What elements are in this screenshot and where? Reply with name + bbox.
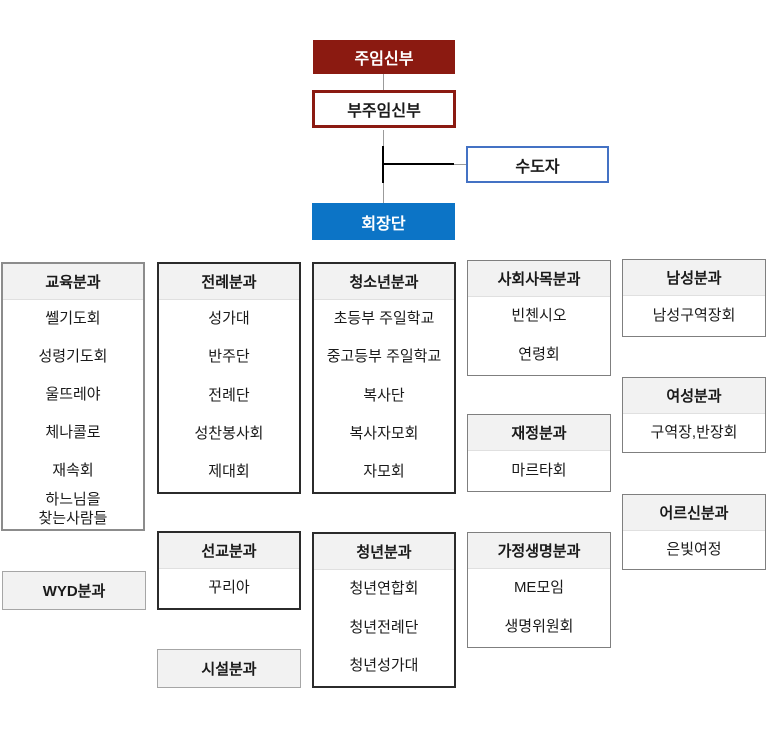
group-family-life: 가정생명분과 ME모임 생명위원회 — [467, 532, 611, 648]
group-item: 마르타회 — [511, 461, 567, 479]
group-item: 복사자모회 — [349, 425, 419, 443]
group-education-body: 쎌기도회 성령기도회 울뜨레야 체나콜로 재속회 하느님을 찾는사람들 — [3, 300, 143, 529]
node-head-priest: 주임신부 — [313, 40, 455, 74]
group-social-ministry: 사회사목분과 빈첸시오 연령회 — [467, 260, 611, 376]
group-item: 꾸리아 — [208, 579, 250, 597]
group-women-body: 구역장,반장회 — [623, 414, 765, 452]
group-item: 체나콜로 — [45, 424, 101, 442]
connector-line — [454, 164, 466, 165]
node-vice-head-priest-label: 부주임신부 — [347, 103, 421, 120]
group-seniors-title: 어르신분과 — [623, 495, 765, 531]
group-item: 성찬봉사회 — [194, 425, 264, 443]
group-item: 자모회 — [363, 463, 405, 481]
node-head-priest-label: 주임신부 — [354, 51, 414, 68]
group-family-life-title: 가정생명분과 — [468, 533, 610, 569]
group-item: 초등부 주일학교 — [333, 309, 435, 327]
group-young-adult-body: 청년연합회 청년전례단 청년성가대 — [314, 570, 454, 686]
group-item: 연령회 — [518, 346, 560, 364]
group-youth: 청소년분과 초등부 주일학교 중고등부 주일학교 복사단 복사자모회 자모회 — [312, 262, 456, 494]
group-item: 전례단 — [208, 386, 250, 404]
group-young-adult-title: 청년분과 — [314, 534, 454, 570]
group-item: 청년성가대 — [349, 657, 419, 675]
group-young-adult: 청년분과 청년연합회 청년전례단 청년성가대 — [312, 532, 456, 688]
group-seniors-body: 은빛여정 — [623, 531, 765, 569]
group-liturgy: 전례분과 성가대 반주단 전례단 성찬봉사회 제대회 — [157, 262, 301, 494]
group-wyd: WYD분과 — [2, 571, 146, 610]
group-item: 복사단 — [363, 386, 405, 404]
group-item: 청년연합회 — [349, 579, 419, 597]
group-men-title: 남성분과 — [623, 260, 765, 296]
group-education: 교육분과 쎌기도회 성령기도회 울뜨레야 체나콜로 재속회 하느님을 찾는사람들 — [1, 262, 145, 531]
node-religious: 수도자 — [466, 146, 609, 183]
connector-line — [384, 163, 454, 165]
group-men-body: 남성구역장회 — [623, 296, 765, 336]
group-mission: 선교분과 꾸리아 — [157, 531, 301, 610]
group-item: 반주단 — [208, 348, 250, 366]
group-finance: 재정분과 마르타회 — [467, 414, 611, 492]
group-liturgy-body: 성가대 반주단 전례단 성찬봉사회 제대회 — [159, 300, 299, 492]
group-item: 청년전례단 — [349, 618, 419, 636]
group-item: 구역장,반장회 — [650, 423, 738, 441]
group-item: 제대회 — [208, 463, 250, 481]
group-social-ministry-title: 사회사목분과 — [468, 261, 610, 297]
group-liturgy-title: 전례분과 — [159, 264, 299, 300]
group-finance-body: 마르타회 — [468, 451, 610, 491]
group-education-title: 교육분과 — [3, 264, 143, 300]
group-youth-body: 초등부 주일학교 중고등부 주일학교 복사단 복사자모회 자모회 — [314, 300, 454, 492]
node-religious-label: 수도자 — [515, 158, 560, 176]
group-item: 은빛여정 — [666, 540, 722, 558]
connector-line — [383, 74, 384, 90]
node-vice-head-priest: 부주임신부 — [312, 90, 456, 128]
group-mission-body: 꾸리아 — [159, 569, 299, 608]
group-finance-title: 재정분과 — [468, 415, 610, 451]
node-council-label: 회장단 — [361, 215, 406, 233]
group-item: 중고등부 주일학교 — [326, 348, 442, 366]
group-item: ME모임 — [513, 579, 565, 597]
group-item: 쎌기도회 — [45, 309, 101, 327]
group-mission-title: 선교분과 — [159, 533, 299, 569]
group-seniors: 어르신분과 은빛여정 — [622, 494, 766, 570]
node-council: 회장단 — [312, 203, 455, 240]
group-item: 재속회 — [52, 462, 94, 480]
group-item: 생명위원회 — [504, 618, 574, 636]
group-item: 성가대 — [208, 309, 250, 327]
group-youth-title: 청소년분과 — [314, 264, 454, 300]
group-item: 울뜨레야 — [45, 386, 101, 404]
group-item: 하느님을 찾는사람들 — [38, 491, 108, 527]
group-family-life-body: ME모임 생명위원회 — [468, 569, 610, 647]
group-item: 빈첸시오 — [511, 307, 567, 325]
group-facility: 시설분과 — [157, 649, 301, 688]
group-item: 남성구역장회 — [652, 306, 736, 324]
group-women: 여성분과 구역장,반장회 — [622, 377, 766, 453]
group-social-ministry-body: 빈첸시오 연령회 — [468, 297, 610, 375]
group-women-title: 여성분과 — [623, 378, 765, 414]
group-men: 남성분과 남성구역장회 — [622, 259, 766, 337]
group-item: 성령기도회 — [38, 347, 108, 365]
connector-line — [382, 146, 384, 183]
